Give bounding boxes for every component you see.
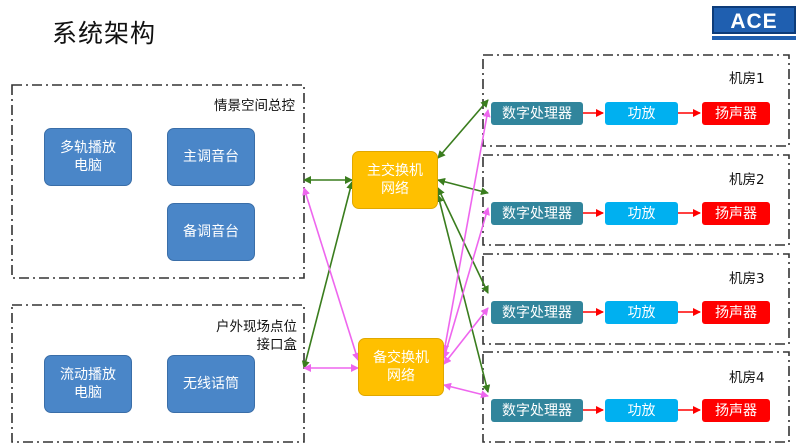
room2-amp[interactable]: 功放	[605, 202, 678, 225]
room4-label: 机房4	[729, 370, 765, 386]
backup-console-node[interactable]: 备调音台	[167, 203, 255, 261]
room2-speaker[interactable]: 扬声器	[702, 202, 770, 225]
room3-label: 机房3	[729, 271, 765, 287]
room1-dsp[interactable]: 数字处理器	[491, 102, 583, 125]
wireless-mic-node[interactable]: 无线话筒	[167, 355, 255, 413]
room4-amp[interactable]: 功放	[605, 399, 678, 422]
outdoor-group-label: 户外现场点位 接口盒	[216, 319, 297, 353]
main-switch-node[interactable]: 主交换机 网络	[352, 151, 438, 209]
control-group-label: 情景空间总控	[214, 98, 295, 114]
ace-logo: ACE	[712, 6, 796, 40]
link-main-room2	[437, 177, 489, 196]
room1-speaker[interactable]: 扬声器	[702, 102, 770, 125]
room3-amp[interactable]: 功放	[605, 301, 678, 324]
link-backup-room4	[443, 382, 489, 399]
outdoor-group-frame	[11, 304, 305, 443]
room3-dsp[interactable]: 数字处理器	[491, 301, 583, 324]
main-console-node[interactable]: 主调音台	[167, 128, 255, 186]
link-control-backup	[302, 187, 360, 361]
page-title: 系统架构	[52, 19, 157, 48]
room3-speaker[interactable]: 扬声器	[702, 301, 770, 324]
room4-speaker[interactable]: 扬声器	[702, 399, 770, 422]
mobile-pc-node[interactable]: 流动播放 电脑	[44, 355, 132, 413]
room2-dsp[interactable]: 数字处理器	[491, 202, 583, 225]
multitrack-pc-node[interactable]: 多轨播放 电脑	[44, 128, 132, 186]
room4-dsp[interactable]: 数字处理器	[491, 399, 583, 422]
link-backup-room3	[443, 307, 489, 365]
link-main-room3	[437, 187, 489, 294]
room2-label: 机房2	[729, 172, 765, 188]
backup-switch-node[interactable]: 备交换机 网络	[358, 338, 444, 396]
room1-amp[interactable]: 功放	[605, 102, 678, 125]
room1-label: 机房1	[729, 71, 765, 87]
